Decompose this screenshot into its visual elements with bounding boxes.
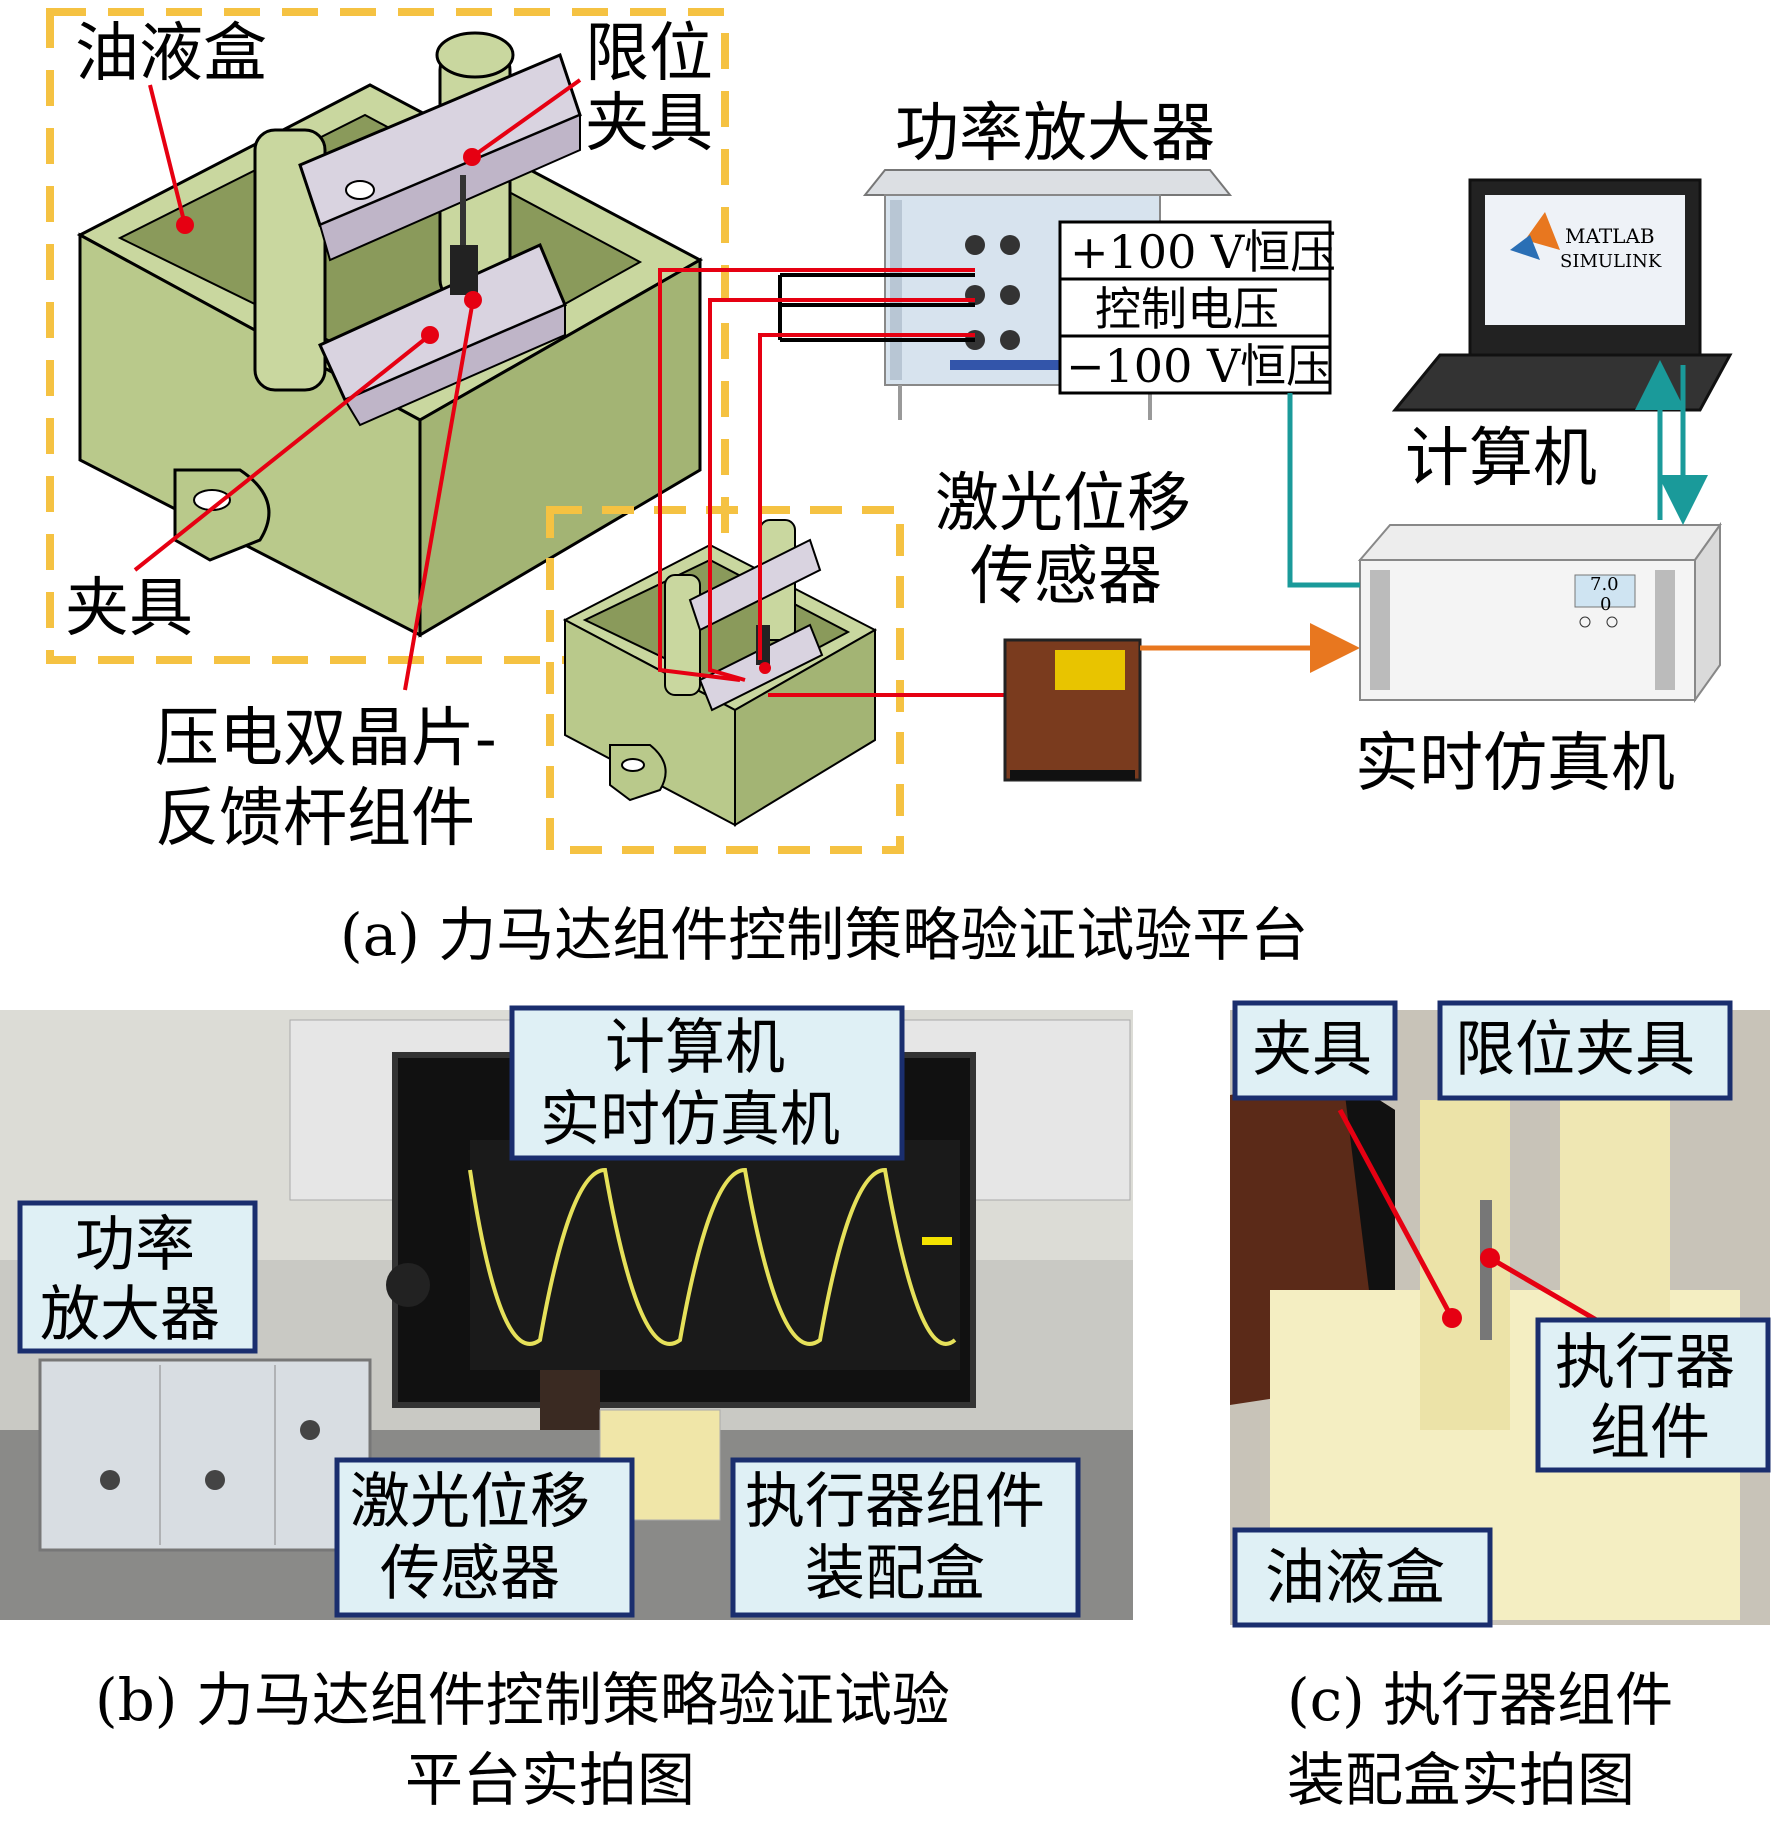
- oil-box-3d: [76, 31, 704, 638]
- laser-sensor-device: [1003, 638, 1142, 782]
- label-oil-box-c-text: 油液盒: [1265, 1543, 1445, 1613]
- panel-b: 计算机 实时仿真机 功率 放大器 激光位移 传感器 执行器组件 装配盒 (b) …: [0, 1005, 1133, 1814]
- label-computer-sim-b: 计算机 实时仿真机: [509, 1005, 905, 1161]
- label-actuator-c-1: 执行器: [1555, 1328, 1735, 1398]
- matlab-logo-text-1: MATLAB: [1565, 224, 1655, 248]
- sim-display-text-1: 7.0: [1590, 574, 1619, 595]
- label-actuator-c: 执行器 组件: [1535, 1317, 1771, 1473]
- label-laser-sensor-b-2: 传感器: [380, 1539, 560, 1609]
- realtime-simulator-device: [1357, 521, 1722, 704]
- label-limit-clamp-a-2: 夹具: [585, 87, 713, 161]
- label-limit-clamp-a-1: 限位: [585, 17, 713, 91]
- label-realtime-sim-a: 实时仿真机: [1355, 727, 1675, 801]
- sim-display-text-2: 0: [1600, 594, 1611, 615]
- label-laser-sensor-b-1: 激光位移: [350, 1467, 590, 1537]
- caption-c-1: (c) 执行器组件: [1287, 1666, 1673, 1734]
- panel-a: 油液盒 限位 夹具 夹具 压电双晶片- 反馈杆组件: [46, 8, 1733, 969]
- label-oil-box-a: 油液盒: [75, 17, 267, 91]
- dashed-region-large: [46, 8, 729, 664]
- label-laser-sensor-b: 激光位移 传感器: [334, 1457, 635, 1618]
- label-limit-clamp-c-text: 限位夹具: [1455, 1015, 1695, 1085]
- panel-c: 夹具 限位夹具 执行器 组件 油液盒 (c) 执行器组件 装配盒实拍图: [1230, 1000, 1771, 1814]
- label-computer-b: 计算机: [605, 1013, 785, 1083]
- label-actuator-box-b: 执行器组件 装配盒: [730, 1457, 1081, 1618]
- label-actuator-box-b-1: 执行器组件: [745, 1467, 1045, 1537]
- label-clamp-c: 夹具: [1232, 1000, 1398, 1101]
- label-limit-clamp-c: 限位夹具: [1437, 1000, 1733, 1101]
- label-actuator-c-2: 组件: [1590, 1398, 1710, 1468]
- label-control-voltage: 控制电压: [1095, 282, 1279, 336]
- label-power-amp-b-1: 功率: [75, 1210, 195, 1280]
- label-plus-100v: +100 V恒压: [1070, 225, 1336, 279]
- label-oil-box-c: 油液盒: [1232, 1527, 1493, 1628]
- small-box-3d: [562, 519, 878, 827]
- label-laser-sensor-a-1: 激光位移: [935, 467, 1191, 541]
- label-laser-sensor-a-2: 传感器: [970, 540, 1162, 614]
- label-bimorph-a-2: 反馈杆组件: [155, 782, 475, 856]
- label-bimorph-a-1: 压电双晶片-: [155, 702, 497, 776]
- label-computer-a: 计算机: [1405, 422, 1597, 496]
- label-power-amp-b-2: 放大器: [40, 1280, 220, 1350]
- label-minus-100v: −100 V恒压: [1066, 339, 1332, 393]
- caption-b-1: (b) 力马达组件控制策略验证试验: [95, 1666, 950, 1734]
- wires-red: [658, 268, 1010, 697]
- laptop-device: [1391, 178, 1733, 412]
- caption-b-2: 平台实拍图: [405, 1746, 695, 1814]
- label-realtime-sim-b: 实时仿真机: [540, 1085, 840, 1155]
- oscilloscope-sine-wave: [468, 1167, 957, 1346]
- label-power-amp-b: 功率 放大器: [17, 1200, 258, 1354]
- dashed-region-small: [546, 506, 904, 854]
- label-clamp-a: 夹具: [65, 572, 193, 646]
- matlab-logo-text-2: SIMULINK: [1560, 251, 1662, 272]
- label-clamp-c-text: 夹具: [1252, 1015, 1372, 1085]
- label-actuator-box-b-2: 装配盒: [805, 1539, 985, 1609]
- photo-power-amp: [38, 1358, 372, 1552]
- caption-c-2: 装配盒实拍图: [1287, 1746, 1635, 1814]
- label-power-amp-a: 功率放大器: [895, 97, 1215, 171]
- caption-a: (a) 力马达组件控制策略验证试验平台: [340, 901, 1308, 969]
